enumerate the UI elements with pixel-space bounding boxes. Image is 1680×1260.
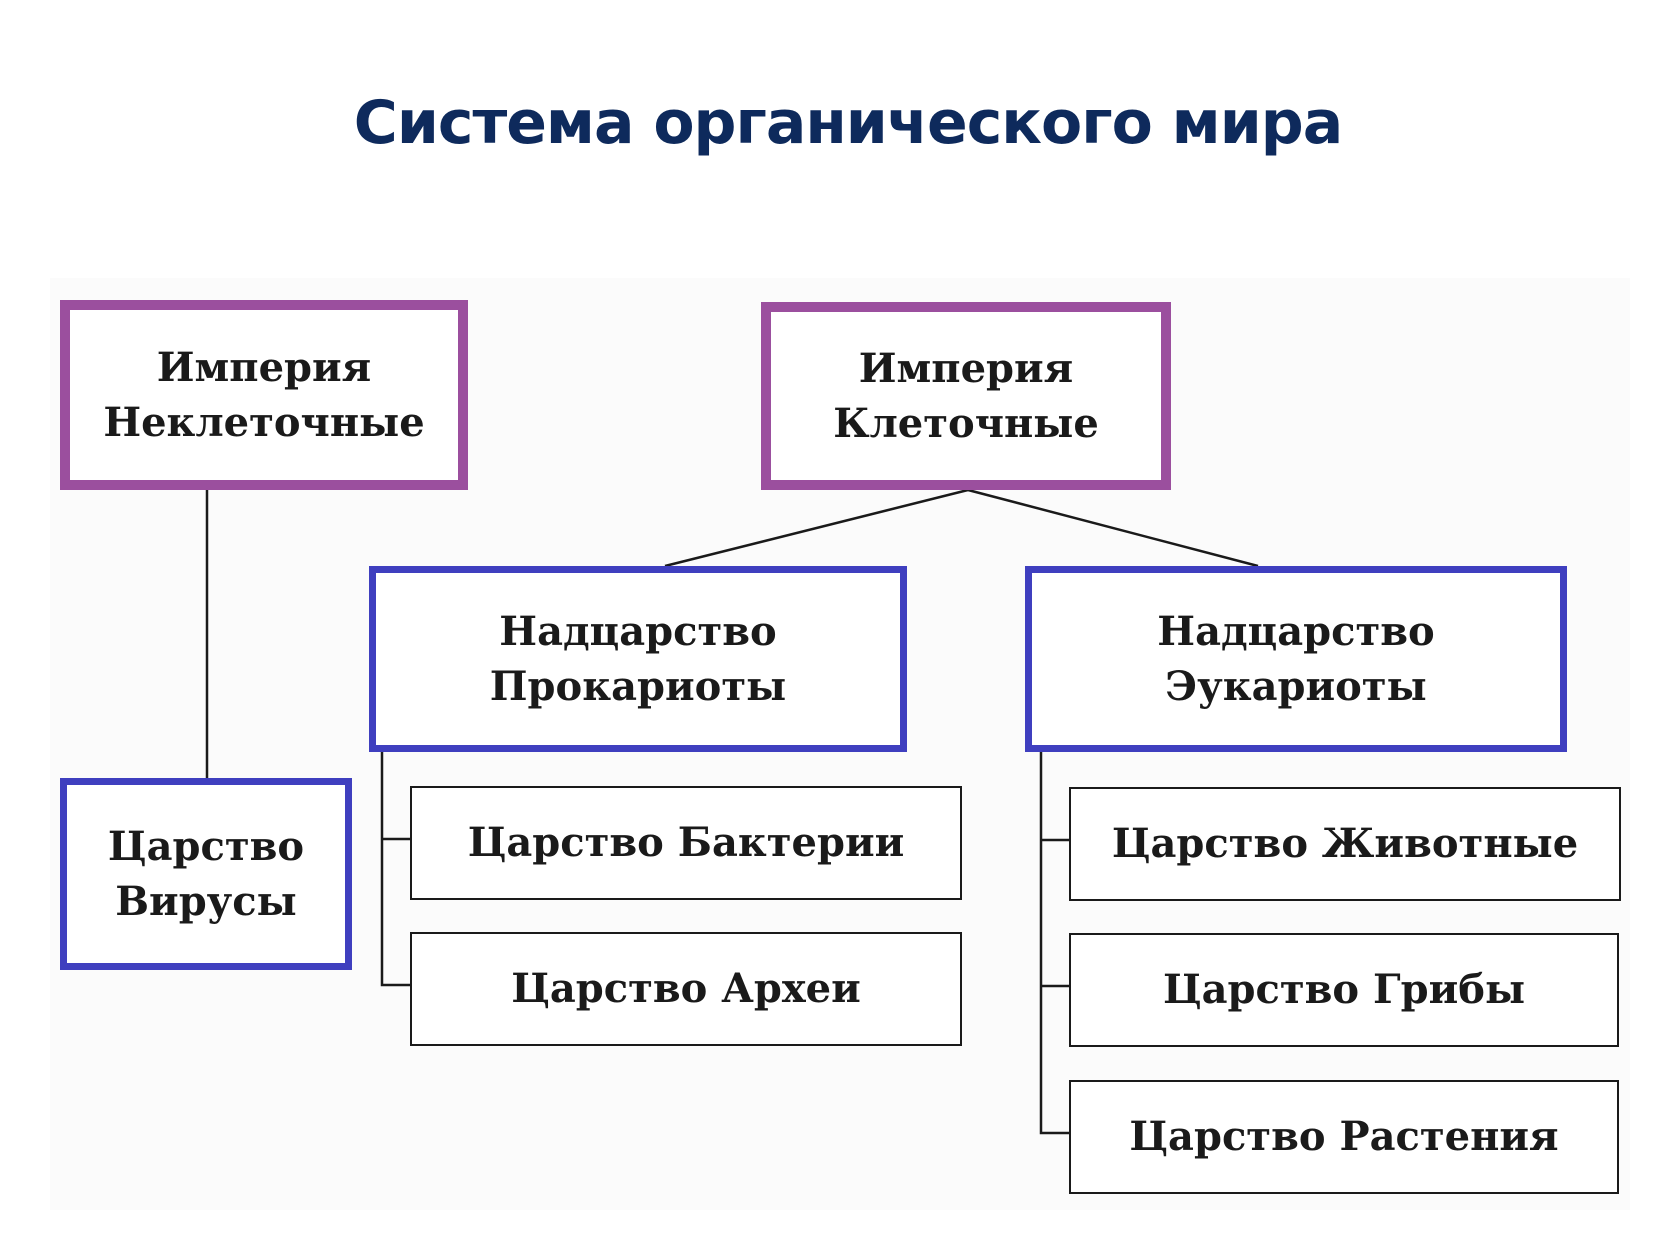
connector-cellular-prokaryotes xyxy=(664,488,969,568)
empire-cellular-line1: Империя xyxy=(858,344,1074,392)
kingdom-archaea-label: Царство Археи xyxy=(511,965,861,1013)
kingdom-bacteria-label: Царство Бактерии xyxy=(467,819,905,867)
empire-cellular-box: Империя Клеточные xyxy=(761,302,1171,490)
superkingdom-eukaryotes-line1: Надцарство xyxy=(1157,607,1435,655)
kingdom-plants-label: Царство Растения xyxy=(1129,1113,1559,1161)
superkingdom-eukaryotes-box: Надцарство Эукариоты xyxy=(1025,566,1567,752)
connector-eukaryotes-kingdoms xyxy=(1039,752,1069,1135)
kingdom-viruses-box: Царство Вирусы xyxy=(60,778,352,970)
kingdom-bacteria-box: Царство Бактерии xyxy=(410,786,962,900)
superkingdom-prokaryotes-line1: Надцарство xyxy=(499,607,777,655)
kingdom-viruses-line1: Царство xyxy=(107,822,305,870)
kingdom-viruses-line2: Вирусы xyxy=(115,878,297,925)
superkingdom-prokaryotes-line2: Прокариоты xyxy=(489,663,787,710)
connector-prokaryotes-kingdoms xyxy=(380,752,410,987)
kingdom-archaea-box: Царство Археи xyxy=(410,932,962,1046)
kingdom-plants-box: Царство Растения xyxy=(1069,1080,1619,1194)
kingdom-animals-box: Царство Животные xyxy=(1069,787,1621,901)
superkingdom-prokaryotes-box: Надцарство Прокариоты xyxy=(369,566,907,752)
superkingdom-eukaryotes-line2: Эукариоты xyxy=(1165,663,1427,710)
empire-noncellular-box: Империя Неклеточные xyxy=(60,300,468,490)
empire-noncellular-line1: Империя xyxy=(156,343,372,391)
empire-noncellular-line2: Неклеточные xyxy=(103,399,425,446)
kingdom-fungi-box: Царство Грибы xyxy=(1069,933,1619,1047)
kingdom-animals-label: Царство Животные xyxy=(1111,820,1579,868)
page-title: Система органического мира xyxy=(353,88,1343,158)
kingdom-fungi-label: Царство Грибы xyxy=(1162,966,1526,1014)
empire-cellular-line2: Клеточные xyxy=(833,400,1099,447)
connector-cellular-eukaryotes xyxy=(967,488,1259,568)
